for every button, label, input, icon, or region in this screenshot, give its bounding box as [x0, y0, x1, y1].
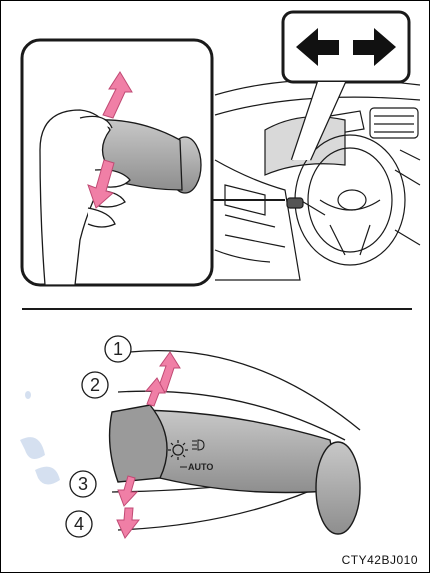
svg-text:1: 1: [113, 339, 123, 359]
svg-text:4: 4: [74, 514, 84, 534]
svg-text:3: 3: [78, 474, 88, 494]
position-2-badge: 2: [82, 372, 108, 398]
auto-label: AUTO: [188, 462, 213, 472]
position-1-badge: 1: [105, 336, 131, 362]
svg-text:2: 2: [90, 375, 100, 395]
watermark-strokes: [20, 391, 60, 485]
image-code: CTY42BJ010: [342, 553, 418, 567]
position-4-badge: 4: [66, 511, 92, 537]
position-4-arrow-icon: [117, 508, 139, 538]
position-3-badge: 3: [70, 471, 96, 497]
hand-lever-inset: [22, 40, 285, 285]
